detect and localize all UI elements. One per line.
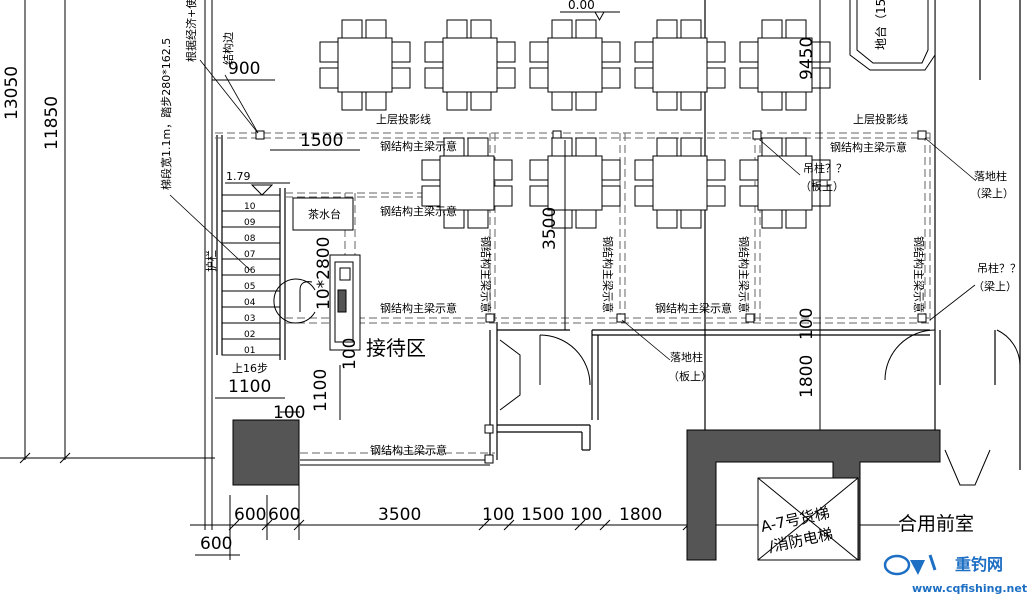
bottom-dim-600b: 600 [268,505,300,525]
dim-1800-v: 1800 [797,355,817,398]
dim-3500-v: 3500 [540,207,560,250]
tea-bar [292,197,354,231]
upper-projection-label-1: 上层投影线 [376,112,431,126]
watermark-url: www.cqfishing.net [912,582,1027,595]
watermark-logo [883,554,937,576]
stair-step-07: 07 [244,250,255,260]
stair-width-dim: 1.79 [226,170,251,183]
steel-beam-label-1: 钢结构主梁示意 [380,139,457,153]
table-set [739,137,831,229]
platform [849,0,936,71]
stair-step-02: 02 [244,330,255,340]
stair-spec: 梯段宽1.1m，踏步280*162.5 [159,38,173,190]
dim-13050: 13050 [2,66,22,120]
dim-1100-h: 1100 [228,377,271,397]
reception-label: 接待区 [366,336,426,360]
bottom-dim-100a: 100 [482,505,514,525]
stair-up-label: 上16步 [232,362,268,375]
structural-column-block [232,419,300,486]
level-marker [560,11,620,22]
tea-bar-label: 茶水台 [308,207,341,221]
steel-beam-label-4: 钢结构主梁示意 [380,301,457,315]
stair-step-09: 09 [244,218,256,228]
dim-100-c: 100 [797,308,817,340]
table-set [634,19,726,111]
dim-1500: 1500 [300,131,343,151]
table-set [529,19,621,111]
steel-beam-label-v1: 钢结构主梁示意 [479,236,493,313]
steel-beam-label-5: 钢结构主梁示意 [655,301,732,315]
stair-step-numbers: 10 09 08 07 06 05 04 03 02 01 [244,202,256,356]
dim-9450: 9450 [797,37,817,80]
ground-column-label-1: 落地柱 [974,169,1007,183]
steel-beam-label-3: 钢结构主梁示意 [380,204,457,218]
shared-lobby-label: 合用前室 [898,513,974,535]
dim-1100-v: 1100 [311,369,331,412]
bottom-dim-100b: 100 [570,505,602,525]
stair-step-01: 01 [244,346,255,356]
reception-desk [273,254,361,351]
vertical-dims [564,0,821,430]
steel-beam-label-2: 钢结构主梁示意 [830,140,907,154]
bottom-dim-1500: 1500 [521,505,564,525]
hang-column-label-1: 吊柱？？ [803,161,847,175]
dim-100-b: 100 [273,403,305,423]
column-markers [255,130,927,464]
bottom-dim-600a: 600 [234,505,266,525]
table-set [424,19,516,111]
elevator-shaft [686,429,941,561]
table-set [739,19,831,111]
dim-100-a: 100 [340,338,360,370]
structure-edge-label: 结构边 [221,32,235,65]
table-set [319,19,411,111]
ground-column-beam: （梁上） [970,186,1014,200]
steel-beam-label-v4: 钢结构主梁示意 [912,236,926,313]
stair-step-05: 05 [244,282,255,292]
steel-beam-label-v3: 钢结构主梁示意 [737,236,751,313]
table-set [421,137,513,229]
ground-column-label-2: 落地柱 [670,350,703,364]
dining-tables [319,19,831,229]
guardrail-label: 护栏 [204,250,218,272]
dim-10x2800: 10*2800 [314,237,334,310]
stair-step-04: 04 [244,298,256,308]
steel-beam-label-v2: 钢结构主梁示意 [601,236,615,313]
dim-11850: 11850 [42,96,62,150]
upper-projection-label-2: 上层投影线 [853,112,908,126]
watermark-brand: 重钓网 [955,555,1003,574]
stair-step-03: 03 [244,314,255,324]
doors [499,329,1021,486]
platform-label: 地台（15 [873,0,888,50]
steel-beam-label-6: 钢结构主梁示意 [370,443,447,457]
leader-lines [169,59,976,361]
bottom-dim-1800: 1800 [619,505,662,525]
bottom-dim-600c: 600 [200,534,232,554]
dim-900: 900 [228,59,260,79]
ground-column-board: （板上） [668,369,712,383]
left-dimension-lines [0,0,215,530]
stair-dims [212,79,360,413]
hang-column-beam: （梁上） [973,279,1017,293]
level-value: 0.00 [568,0,595,12]
stair-note: 根据经济+使 [184,0,198,62]
stair-step-10: 10 [244,202,256,212]
hang-column-board: （板上） [800,179,844,193]
hang-column-label-2: 吊柱？？ [977,261,1021,275]
table-set [529,137,621,229]
staircase [221,182,290,356]
table-set [634,137,726,229]
bottom-dim-3500: 3500 [378,505,421,525]
stair-step-06: 06 [244,266,256,276]
stair-step-08: 08 [244,234,256,244]
